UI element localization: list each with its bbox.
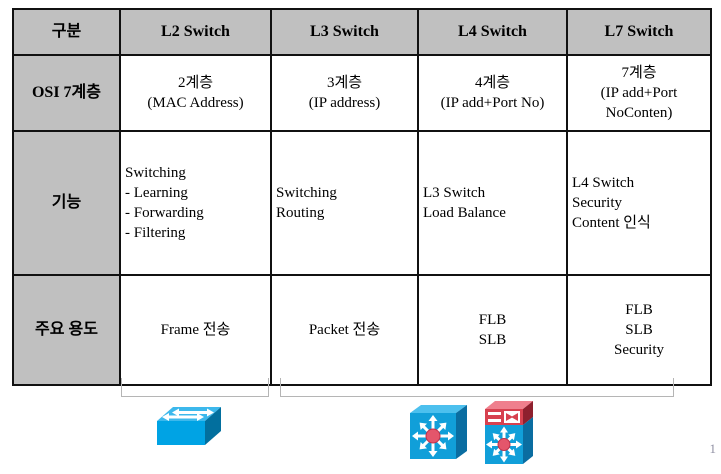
cell-line: - Forwarding (125, 205, 204, 221)
multilayer-switch-icon (410, 405, 467, 459)
column-header: L7 Switch (566, 8, 712, 56)
cell-line: Packet 전송 (308, 322, 381, 338)
column-header: 구분 (12, 8, 121, 56)
cell-line: (IP add+Port No) (440, 95, 545, 111)
table-row: OSI 7계층 2계층 (MAC Address) 3계층 (IP address) 4계… (12, 54, 712, 132)
cell-line: FLB (478, 312, 507, 328)
row-label: OSI 7계층 (12, 54, 121, 132)
cell-line: 3계층 (326, 75, 363, 91)
cell-line: 7계층 (621, 65, 657, 81)
table-cell: 2계층 (MAC Address) (119, 54, 272, 132)
column-header: L3 Switch (270, 8, 419, 56)
cell-line: FLB (625, 302, 653, 318)
cell-line: (MAC Address) (147, 95, 244, 111)
table-cell: Switching - Learning - Forwarding - Filteri… (119, 130, 272, 276)
table-cell: FLB SLB (417, 274, 568, 386)
cell-line: (IP add+Port (600, 85, 678, 101)
table-row: 주요 용도 Frame 전송 Packet 전송 FLB SLB FLB SLB Securi… (12, 274, 712, 386)
table-cell: FLB SLB Security (566, 274, 712, 386)
cell-line: - Learning (125, 185, 188, 201)
table-cell: Packet 전송 (270, 274, 419, 386)
table-cell: 3계층 (IP address) (270, 54, 419, 132)
cell-line: Security (572, 195, 622, 211)
column-header: L4 Switch (417, 8, 568, 56)
cell-line: Switching (125, 165, 186, 181)
content-switch-icon (485, 401, 533, 464)
cell-line: Switching (276, 185, 337, 201)
table-cell: 4계층 (IP add+Port No) (417, 54, 568, 132)
l2-column-bracket (121, 378, 269, 397)
workgroup-switch-icon (157, 407, 221, 445)
cell-line: SLB (625, 322, 653, 338)
table-cell: Frame 전송 (119, 274, 272, 386)
page-number: 1 (709, 441, 717, 456)
table-body: OSI 7계층 2계층 (MAC Address) 3계층 (IP address) 4계… (12, 54, 712, 386)
cell-line: - Filtering (125, 225, 186, 241)
row-label: 기능 (12, 130, 121, 276)
cell-line: Content 인식 (572, 215, 651, 231)
cell-line: L4 Switch (572, 175, 635, 191)
cell-line: Routing (276, 205, 325, 221)
cell-line: Load Balance (423, 205, 506, 221)
cell-line: Frame 전송 (160, 322, 231, 338)
cell-line: 2계층 (177, 75, 214, 91)
column-header: L2 Switch (119, 8, 272, 56)
cell-line: SLB (478, 332, 507, 348)
cell-line: Security (614, 342, 664, 358)
cell-line: L3 Switch (423, 185, 486, 201)
cell-line: 4계층 (474, 75, 511, 91)
cell-line: (IP address) (308, 95, 381, 111)
l3-l7-columns-bracket (280, 378, 674, 397)
cell-line: NoConten) (605, 105, 673, 121)
row-label: 주요 용도 (12, 274, 121, 386)
